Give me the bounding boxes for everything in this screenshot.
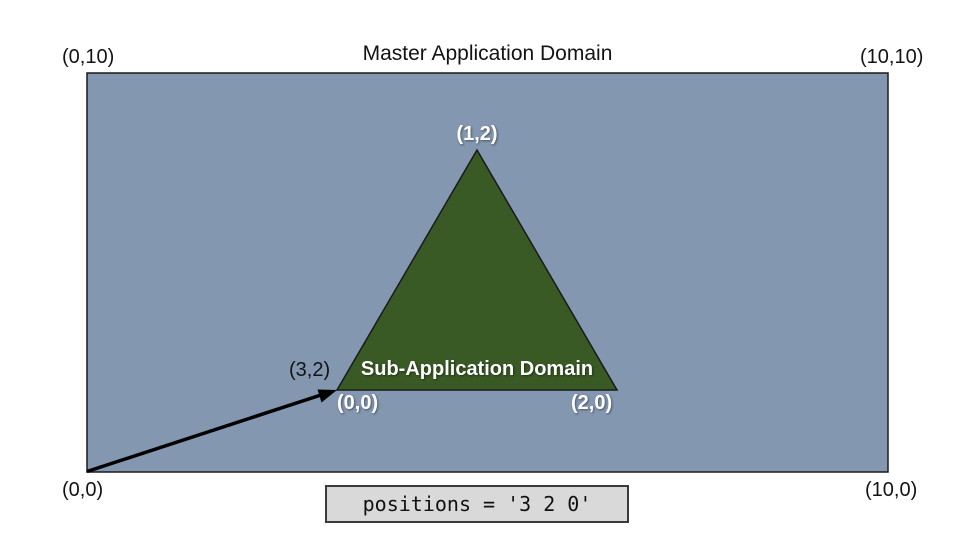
sub-vertex-apex-label: (1,2): [456, 123, 498, 145]
offset-arrow-head: [317, 389, 337, 403]
sub-vertex-right-label: (2,0): [571, 392, 613, 414]
sub-vertex-origin-label: (0,0): [337, 392, 379, 414]
master-corner-top-left-label: (0,10): [62, 46, 115, 68]
master-corner-bottom-left-label: (0,0): [62, 479, 104, 501]
sub-domain-triangle: [335, 148, 619, 391]
offset-arrow-label: (3,2): [289, 359, 331, 381]
master-corner-bottom-right-label: (10,0): [865, 479, 918, 501]
positions-code-box: positions = '3 2 0': [325, 485, 629, 523]
master-domain-title: Master Application Domain: [362, 42, 613, 65]
sub-domain-title: Sub-Application Domain: [360, 358, 594, 380]
offset-arrow-line: [86, 392, 325, 474]
master-corner-top-right-label: (10,10): [860, 46, 924, 68]
